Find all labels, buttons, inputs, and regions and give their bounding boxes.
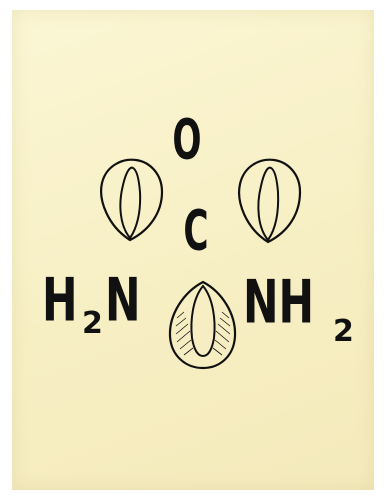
right-amine-group: NH 2 <box>243 268 354 349</box>
carbon-atom-label: C <box>183 198 208 263</box>
left-nitrogen-label: N <box>105 266 141 335</box>
oxygen-atom-label: O <box>172 107 201 172</box>
seed-icon <box>168 280 237 370</box>
seed-icon <box>238 158 302 244</box>
paper-sheet <box>12 10 374 490</box>
seed-icon <box>100 158 164 242</box>
right-subscript-label: 2 <box>333 314 354 349</box>
left-amine-group: H 2 N <box>42 266 141 341</box>
left-hydrogen-label: H <box>42 266 78 335</box>
left-subscript-label: 2 <box>82 306 103 341</box>
right-nh-label: NH <box>243 268 314 337</box>
